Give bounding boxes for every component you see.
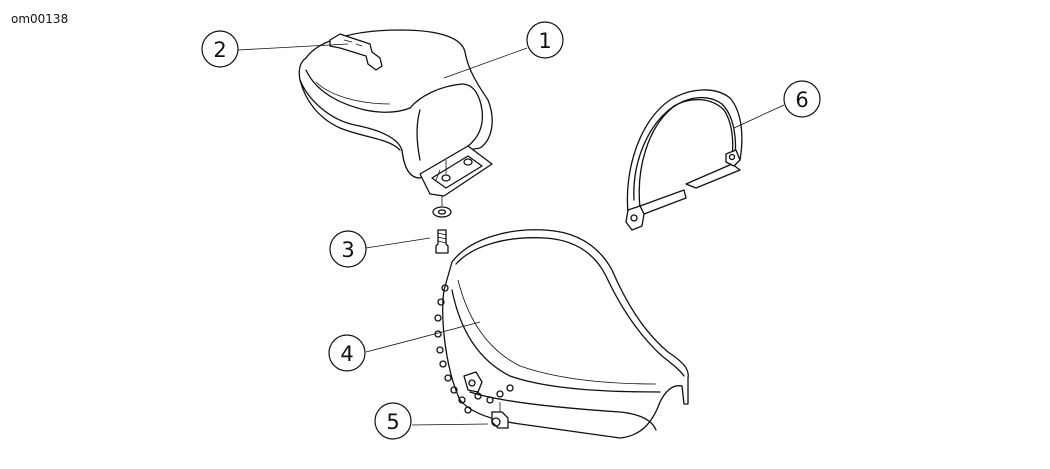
callout-2: 2	[201, 30, 239, 68]
callout-6-number: 6	[795, 88, 808, 112]
mounting-strap	[625, 89, 743, 231]
callout-4-number: 4	[340, 342, 353, 366]
callout-3-number: 3	[341, 238, 354, 262]
figure-id-label: om00138	[11, 12, 69, 26]
leader-line-4	[365, 321, 481, 353]
backrest-pad	[298, 29, 493, 197]
callout-1-number: 1	[538, 29, 551, 53]
bracket	[329, 33, 383, 71]
callout-5-number: 5	[386, 410, 399, 434]
leader-line-6	[733, 104, 785, 129]
leader-line-2	[237, 43, 349, 51]
leader-lines	[237, 43, 785, 426]
seat	[434, 229, 689, 439]
callout-3: 3	[329, 230, 367, 268]
screw	[435, 229, 449, 254]
nut	[491, 402, 509, 429]
callout-2-number: 2	[213, 38, 226, 62]
leader-line-5	[411, 423, 489, 426]
leader-line-3	[365, 237, 431, 249]
leader-line-1	[443, 47, 528, 79]
callout-5: 5	[374, 402, 412, 440]
callout-4: 4	[328, 334, 366, 372]
callout-6: 6	[783, 80, 821, 118]
callout-1: 1	[526, 21, 564, 59]
washer	[432, 196, 452, 218]
